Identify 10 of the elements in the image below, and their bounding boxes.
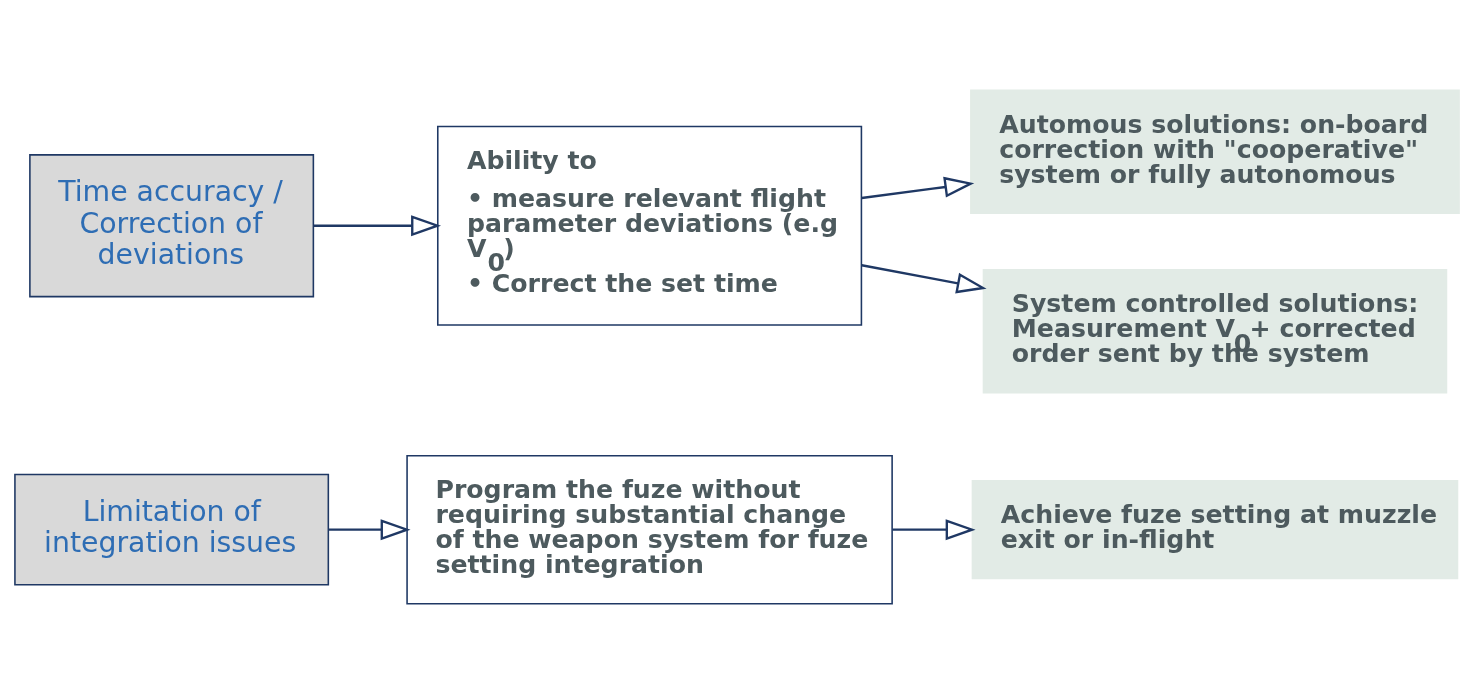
- node-box: Achieve fuze setting at muzzle exit or in-flight: [971, 479, 1459, 579]
- arrow: [892, 518, 976, 540]
- arrow: [861, 176, 975, 199]
- arrow: [861, 263, 987, 293]
- arrow: [328, 518, 411, 540]
- node-box: Limitation of integration issues: [14, 473, 330, 586]
- arrow: [313, 214, 442, 236]
- node-box: Program the fuze without requiring substantial change of the weapon system for fuze setting integration: [406, 454, 893, 604]
- node-box: Time accuracy / Correction of deviations: [29, 153, 315, 297]
- node-box: Automous solutions: on-board correction with "cooperative" system or fully autonomous: [970, 89, 1460, 214]
